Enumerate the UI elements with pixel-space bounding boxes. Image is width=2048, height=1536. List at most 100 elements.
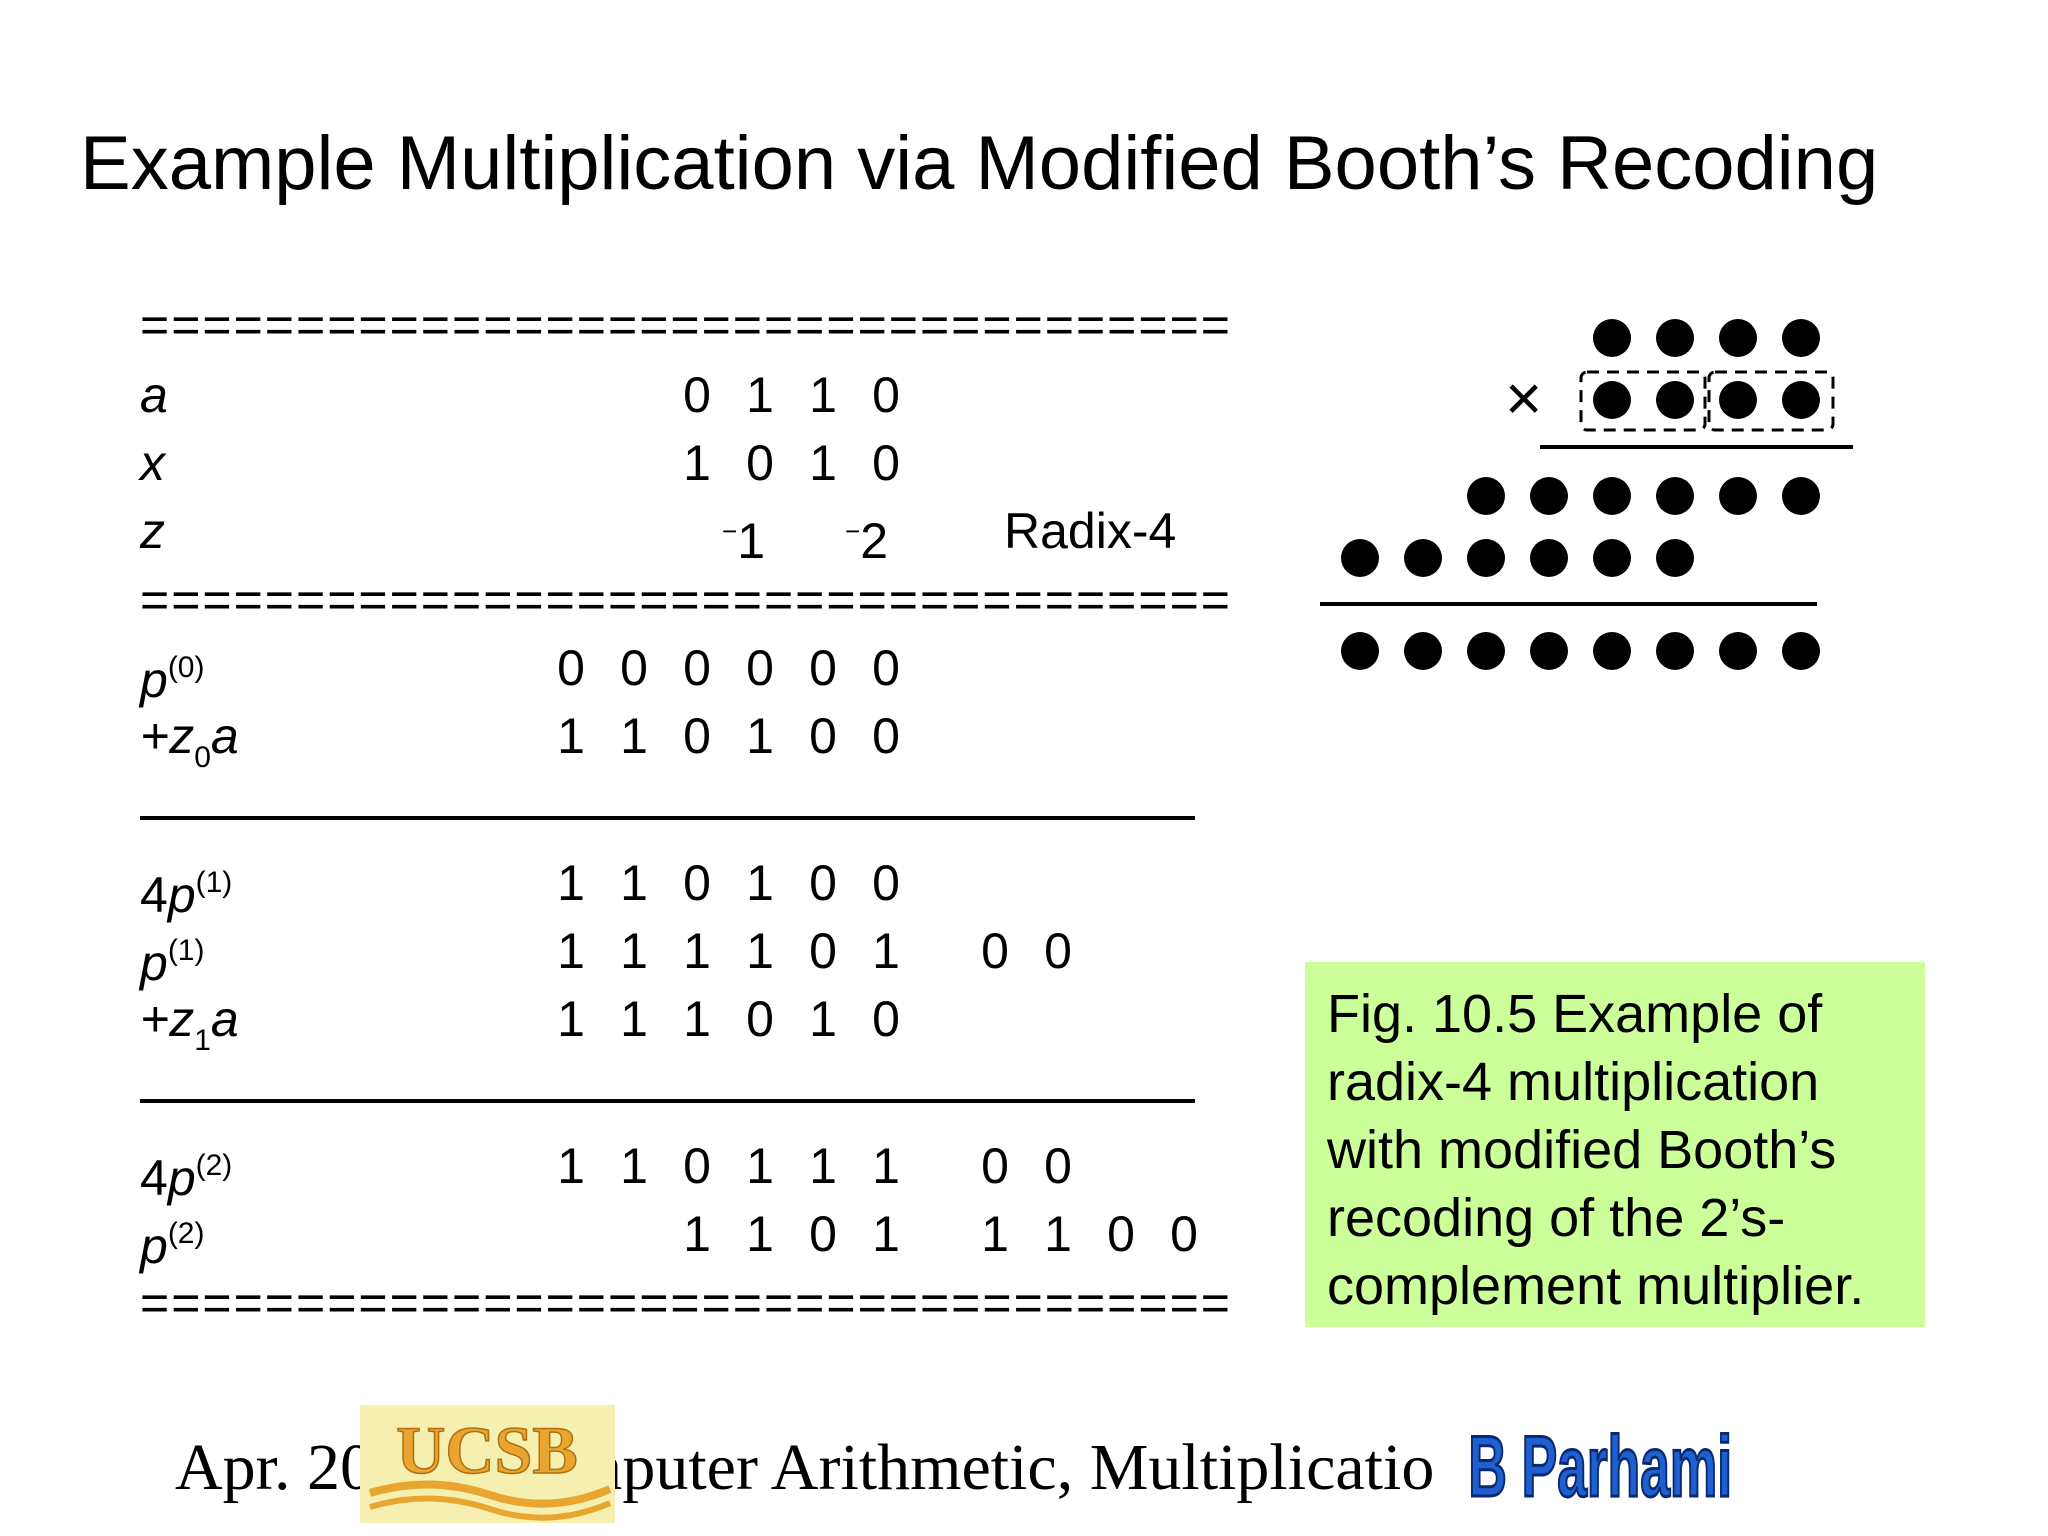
row-z-label: z (140, 503, 165, 559)
multiplier-dot (1782, 381, 1820, 419)
ucsb-logo: UCSB (360, 1405, 615, 1523)
page-title: Example Multiplication via Modified Boot… (80, 121, 1879, 206)
row-z0a-label: +z0a (140, 708, 239, 774)
digit: 0 (1044, 923, 1072, 979)
digit: 0 (809, 640, 837, 696)
partial-product-dot (1719, 477, 1757, 515)
digit: 1 (557, 1138, 585, 1194)
radix4-group-box (1707, 370, 1835, 432)
digit: 0 (1170, 1206, 1198, 1262)
sum-line-1 (140, 816, 1195, 820)
caption-line: with modified Booth’s (1327, 1120, 1837, 1180)
partial-product-dot (1593, 539, 1631, 577)
product-dot (1404, 632, 1442, 670)
caption-line: Fig. 10.5 Example of (1327, 984, 1823, 1044)
product-dot (1656, 632, 1694, 670)
digit: 0 (1107, 1206, 1135, 1262)
digit: 1 (1044, 1206, 1072, 1262)
digit: 0 (872, 991, 900, 1047)
digit: 1 (620, 855, 648, 911)
digit: 1 (809, 367, 837, 423)
digit: 1 (981, 1206, 1009, 1262)
digit: 0 (746, 991, 774, 1047)
digit: 0 (872, 855, 900, 911)
digit: 0 (809, 708, 837, 764)
radix4-group-box (1579, 370, 1707, 432)
partial-product-dot (1656, 477, 1694, 515)
digit: 0 (809, 1206, 837, 1262)
digit: 0 (746, 640, 774, 696)
digit: 0 (683, 640, 711, 696)
radix-label: Radix-4 (1004, 503, 1177, 559)
double-rule-top: =================================== (140, 297, 1232, 353)
product-dot (1593, 632, 1631, 670)
multiplicand-dot (1782, 319, 1820, 357)
parhami-logo: B Parhami (1470, 1418, 1730, 1517)
digit: 1 (557, 923, 585, 979)
digit: 0 (872, 640, 900, 696)
row-z0a: +z0a 1 1 0 1 0 0 (0, 706, 1300, 774)
partial-product-dot (1467, 539, 1505, 577)
partial-product-dot (1467, 477, 1505, 515)
digit: 1 (746, 855, 774, 911)
digit: 1 (809, 1138, 837, 1194)
z-digit-2: −2 (845, 513, 888, 569)
digit: 0 (809, 855, 837, 911)
product-dot (1467, 632, 1505, 670)
partial-product-dot (1593, 477, 1631, 515)
digit: 1 (557, 708, 585, 764)
multiplicand-dot (1719, 319, 1757, 357)
figure-caption: Fig. 10.5 Example of radix-4 multiplicat… (1305, 962, 1925, 1327)
sum-line-2 (140, 1099, 1195, 1103)
partial-product-dot (1530, 539, 1568, 577)
digit: 1 (809, 435, 837, 491)
row-x: x 1 0 1 0 (0, 433, 1300, 493)
partial-product-dot (1656, 539, 1694, 577)
digit: 1 (746, 1138, 774, 1194)
partial-product-dot (1404, 539, 1442, 577)
multiplier-dot (1656, 381, 1694, 419)
row-4p1-label: 4p(1) (140, 866, 233, 923)
digit: 1 (683, 923, 711, 979)
digit: 0 (683, 1138, 711, 1194)
partial-product-dot (1341, 539, 1379, 577)
row-4p2: 4p(2) 1 1 0 1 1 1 0 0 (0, 1136, 1300, 1206)
product-dot (1719, 632, 1757, 670)
multiplier-dot (1719, 381, 1757, 419)
digit: 0 (872, 708, 900, 764)
digit: 1 (620, 1138, 648, 1194)
multiplicand-dot (1656, 319, 1694, 357)
dot-notation-diagram: × (1320, 319, 1853, 670)
product-dot (1530, 632, 1568, 670)
digit: 0 (683, 708, 711, 764)
digit: 0 (809, 923, 837, 979)
digit: 0 (981, 923, 1009, 979)
partial-product-dot (1782, 477, 1820, 515)
row-p2-label: p(2) (140, 1217, 205, 1274)
z-digit-1: −1 (722, 513, 765, 569)
digit: 0 (620, 640, 648, 696)
caption-line: complement multiplier. (1327, 1256, 1865, 1316)
caption-line: recoding of the 2’s- (1327, 1188, 1786, 1248)
parhami-logo-text: B Parhami (1470, 1419, 1730, 1515)
row-z1a-label: +z1a (140, 991, 239, 1057)
digit: 1 (809, 991, 837, 1047)
digit: 1 (872, 1206, 900, 1262)
digit: 1 (746, 1206, 774, 1262)
digit: 0 (557, 640, 585, 696)
digit: 1 (620, 708, 648, 764)
digit: 0 (746, 435, 774, 491)
digit: 0 (683, 367, 711, 423)
row-a-label: a (140, 367, 168, 423)
digit: 1 (557, 991, 585, 1047)
ucsb-logo-text: UCSB (396, 1412, 577, 1488)
digit: 0 (981, 1138, 1009, 1194)
digit: 1 (683, 991, 711, 1047)
digit: 0 (683, 855, 711, 911)
product-dot (1782, 632, 1820, 670)
row-z: z −1 −2 Radix-4 (0, 501, 1300, 569)
digit: 1 (746, 708, 774, 764)
row-4p1: 4p(1) 1 1 0 1 0 0 (0, 853, 1300, 923)
row-p0: p(0) 0 0 0 0 0 0 (0, 638, 1300, 708)
digit: 1 (872, 1138, 900, 1194)
